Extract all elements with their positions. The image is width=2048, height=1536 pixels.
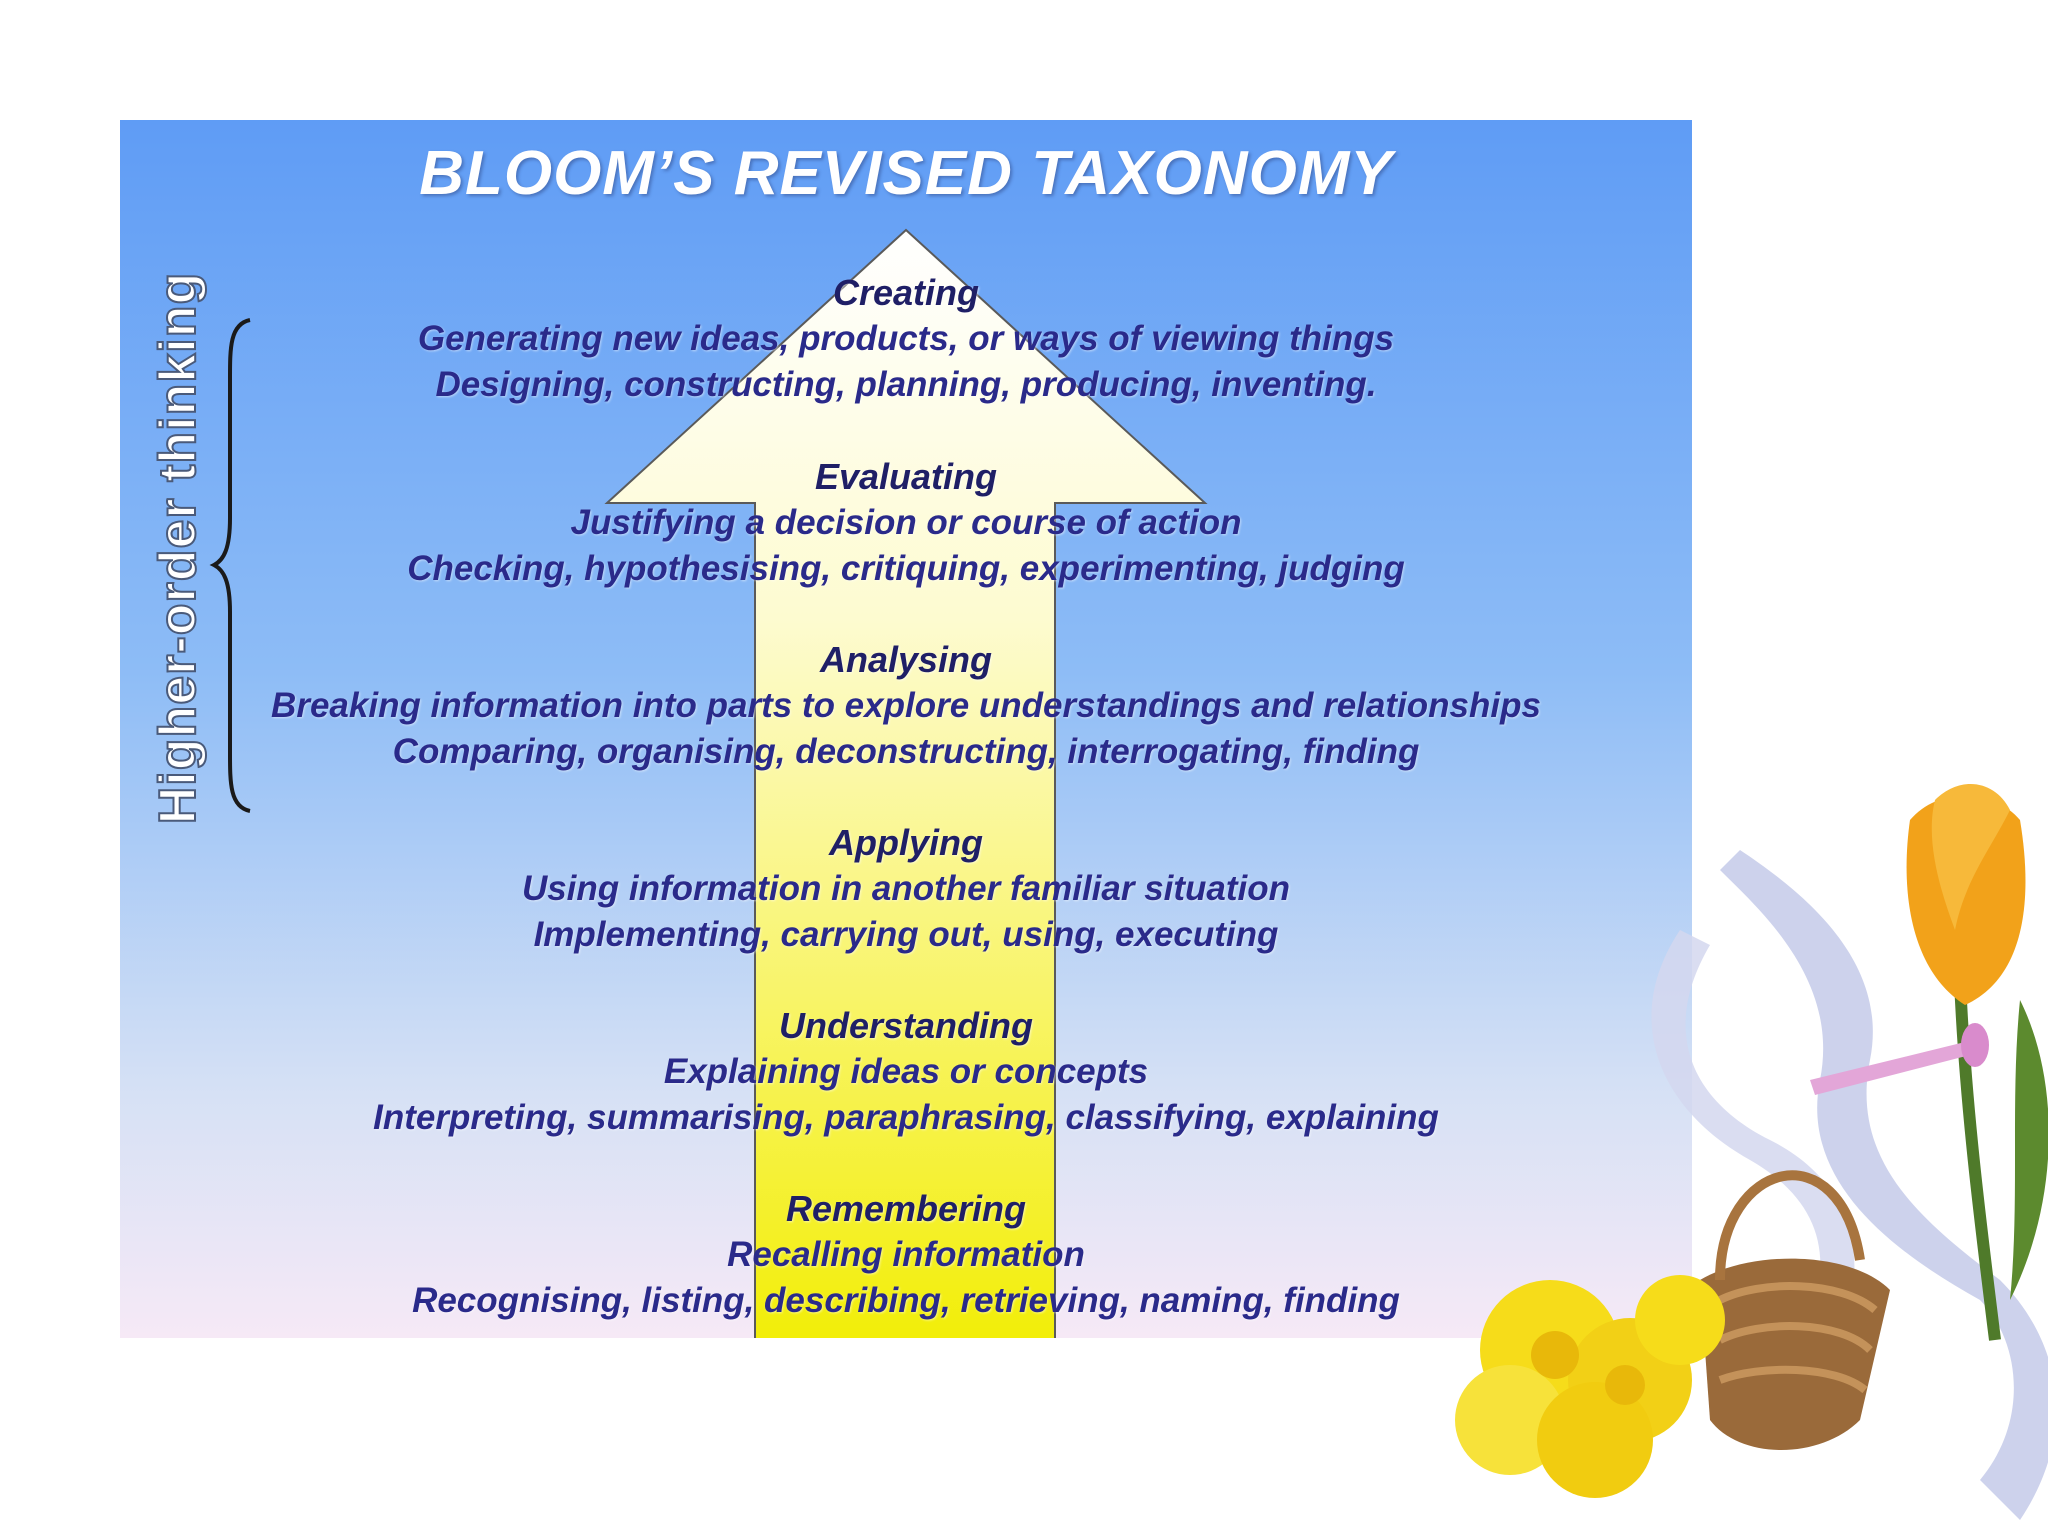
level-description: Breaking information into parts to explo… [271, 686, 1541, 725]
level-name: Applying [829, 822, 983, 863]
basket-icon [1700, 1170, 1890, 1450]
level-verbs: Implementing, carrying out, using, execu… [533, 915, 1279, 954]
ribbon-icon [1651, 850, 2048, 1520]
level-name: Understanding [778, 1005, 1033, 1046]
level-verbs: Designing, constructing, planning, produ… [435, 365, 1377, 404]
page-title: BLOOM’S REVISED TAXONOMY [419, 139, 1393, 208]
level-creating: Creating Generating new ideas, products,… [120, 270, 1692, 408]
level-analysing: Analysing Breaking information into part… [120, 637, 1692, 775]
level-description: Recalling information [727, 1235, 1085, 1274]
level-name: Creating [832, 272, 980, 313]
level-name: Analysing [819, 639, 993, 680]
curly-brace-icon [209, 318, 251, 813]
level-understanding: Understanding Explaining ideas or concep… [120, 1003, 1692, 1141]
level-applying: Applying Using information in another fa… [120, 820, 1692, 958]
level-verbs: Checking, hypothesising, critiquing, exp… [407, 549, 1405, 588]
daffodil-icon [1455, 1275, 1725, 1498]
level-description: Using information in another familiar si… [521, 869, 1291, 908]
level-verbs: Comparing, organising, deconstructing, i… [392, 732, 1420, 771]
level-description: Justifying a decision or course of actio… [570, 503, 1242, 542]
upward-arrow [604, 228, 1208, 1338]
tulip-icon [1906, 783, 2048, 1341]
level-verbs: Recognising, listing, describing, retrie… [412, 1281, 1400, 1320]
taxonomy-panel: BLOOM’S REVISED TAXONOMY Creating Genera… [120, 120, 1692, 1338]
flower-basket-decoration [1455, 783, 2048, 1520]
level-verbs: Interpreting, summarising, paraphrasing,… [373, 1098, 1439, 1137]
level-name: Remembering [785, 1188, 1027, 1229]
level-name: Evaluating [814, 456, 998, 497]
level-description: Explaining ideas or concepts [663, 1052, 1149, 1091]
level-evaluating: Evaluating Justifying a decision or cour… [120, 454, 1692, 592]
level-remembering: Remembering Recalling information Recogn… [120, 1186, 1692, 1324]
level-description: Generating new ideas, products, or ways … [417, 319, 1395, 358]
higher-order-thinking-label: Higher-order thinking [148, 271, 208, 826]
watering-can-icon [1810, 1023, 1989, 1095]
